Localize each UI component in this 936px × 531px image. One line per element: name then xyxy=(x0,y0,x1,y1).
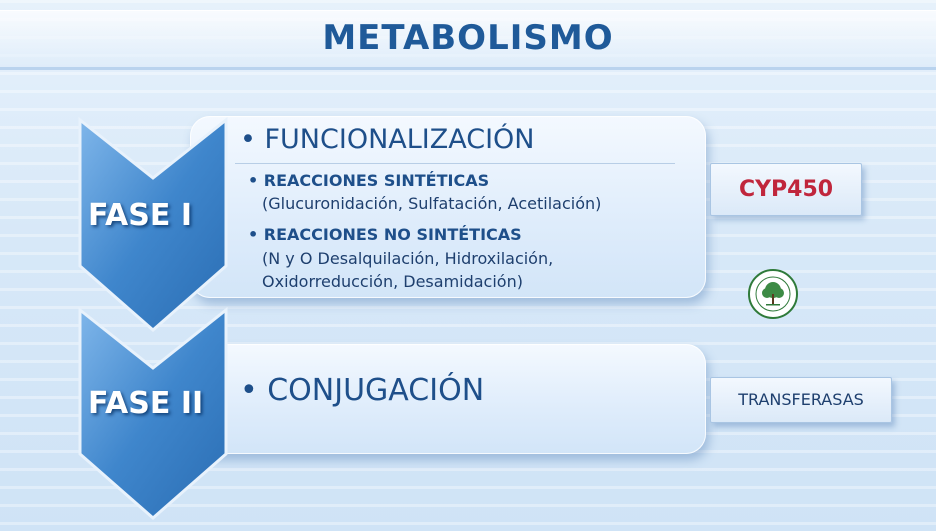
phase2-arrow xyxy=(76,306,230,522)
phase1-heading: • FUNCIONALIZACIÓN xyxy=(240,124,535,155)
phase1-divider xyxy=(235,163,675,164)
synthetic-reactions-title: • REACCIONES SINTÉTICAS xyxy=(248,171,490,190)
phase1-panel xyxy=(190,116,706,298)
non-synthetic-reactions-title: • REACCIONES NO SINTÉTICAS xyxy=(248,225,522,244)
title-band xyxy=(0,10,936,70)
tree-seal-icon xyxy=(747,268,799,320)
phase2-label: FASE II xyxy=(88,386,204,421)
phase1-arrow xyxy=(76,116,230,334)
phase1-label: FASE I xyxy=(88,198,192,233)
non-synthetic-reactions-detail-2: Oxidorreducción, Desamidación) xyxy=(262,272,523,291)
phase2-panel xyxy=(190,344,706,454)
synthetic-reactions-detail: (Glucuronidación, Sulfatación, Acetilaci… xyxy=(262,194,602,213)
non-synthetic-reactions-detail-1: (N y O Desalquilación, Hidroxilación, xyxy=(262,249,554,268)
transferasas-box: TRANSFERASAS xyxy=(710,377,892,423)
phase2-heading: • CONJUGACIÓN xyxy=(240,373,485,408)
page-title: METABOLISMO xyxy=(322,18,614,58)
cyp450-box: CYP450 xyxy=(710,163,862,216)
